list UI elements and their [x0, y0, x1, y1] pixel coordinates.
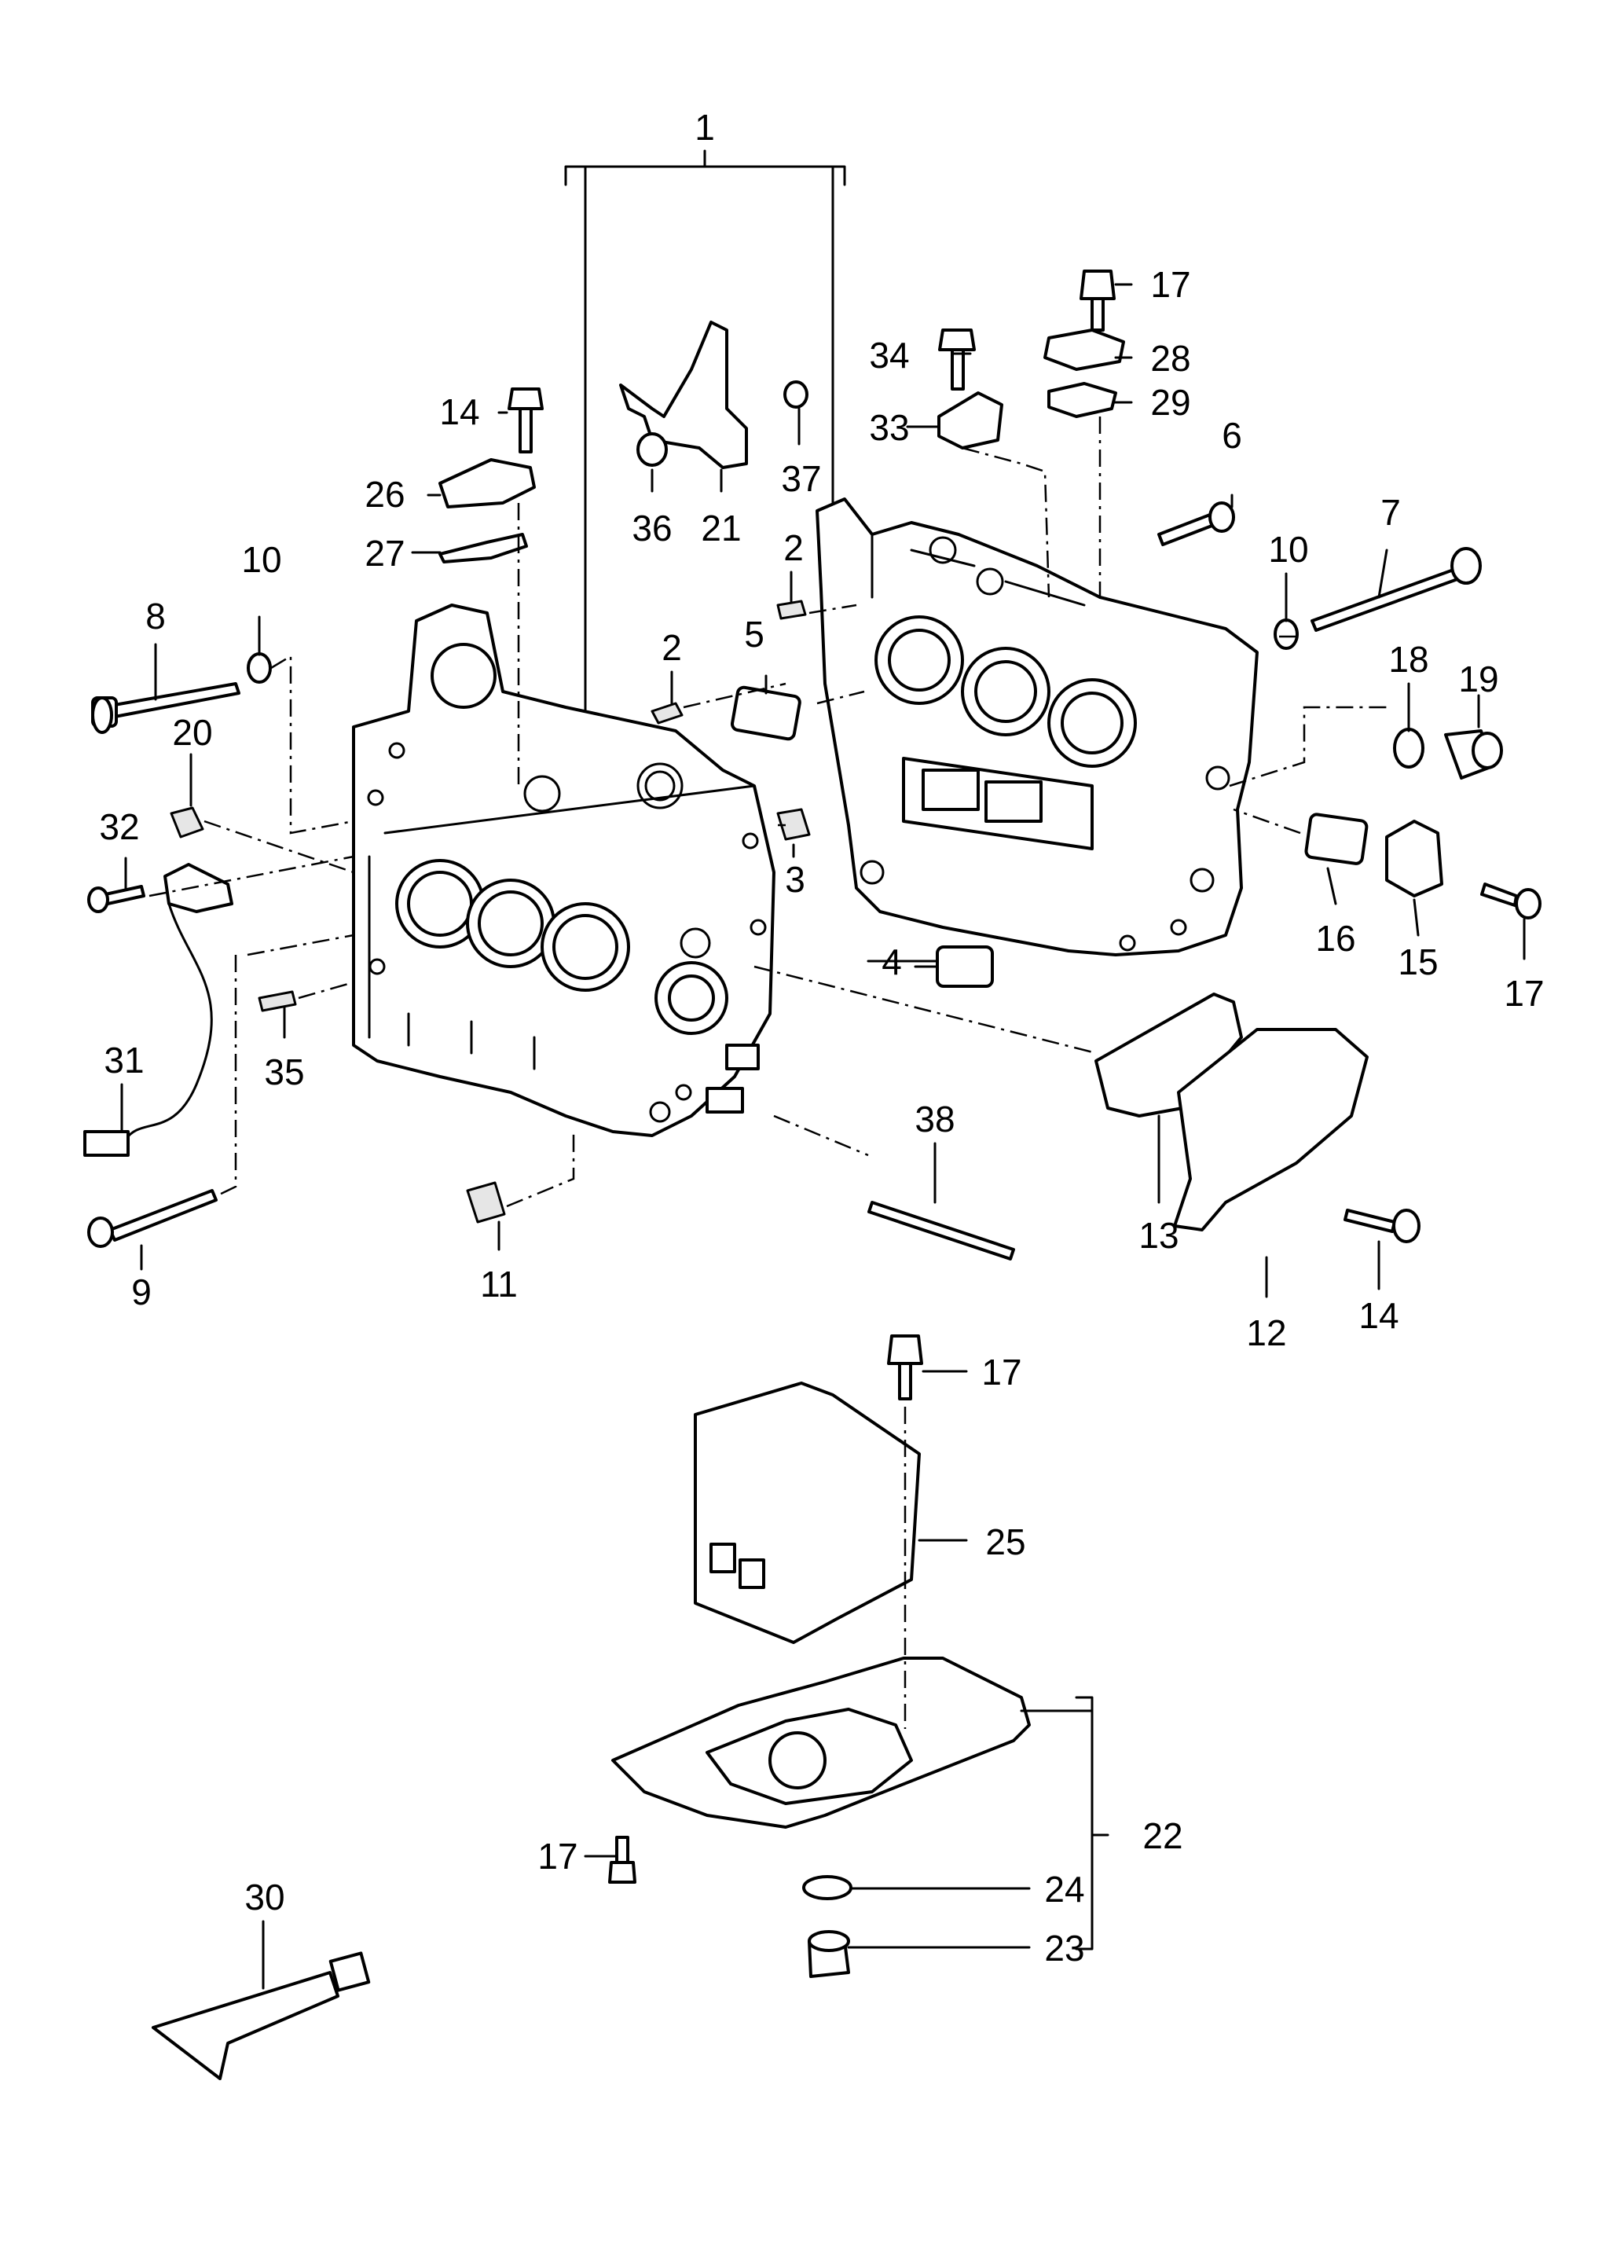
crankcase-left-half [352, 604, 775, 1137]
label-17-top: 17 [1150, 264, 1190, 305]
label-14-right: 14 [1358, 1295, 1399, 1336]
oil-pan-22-opening [768, 1731, 827, 1789]
bolt-14-right [1344, 1209, 1421, 1243]
label-2-left: 2 [662, 627, 682, 668]
dowel-2-left [651, 702, 684, 725]
alignment-lines [148, 417, 1391, 1729]
callout-labels: 1 2 2 3 4 5 6 7 8 9 10 10 11 12 13 14 14… [99, 107, 1544, 1969]
bolt-14-left [508, 387, 544, 453]
cover-25-slot-a [709, 1543, 736, 1573]
label-22: 22 [1142, 1815, 1182, 1856]
label-20: 20 [172, 712, 212, 753]
label-36: 36 [632, 508, 672, 549]
plug-23 [808, 1930, 850, 1978]
bolt-17-top [1080, 270, 1116, 332]
sleeve-11 [466, 1181, 506, 1224]
label-24: 24 [1044, 1869, 1084, 1910]
label-21: 21 [701, 508, 741, 549]
plug-19 [1444, 729, 1503, 780]
bolt-17-middle [887, 1334, 923, 1400]
label-17-middle: 17 [981, 1352, 1021, 1393]
crankcase-right-half [816, 497, 1259, 956]
label-35: 35 [264, 1051, 304, 1092]
label-10-left: 10 [241, 539, 281, 580]
seal-ring-24 [802, 1875, 852, 1900]
label-17-bottom: 17 [537, 1836, 577, 1877]
label-30: 30 [244, 1877, 284, 1918]
label-25: 25 [985, 1521, 1025, 1562]
label-19: 19 [1458, 659, 1498, 699]
label-5: 5 [744, 614, 764, 655]
label-11: 11 [480, 1264, 518, 1305]
label-37: 37 [781, 458, 821, 499]
bolt-7 [1311, 547, 1482, 632]
label-4: 4 [882, 941, 902, 982]
label-17-right: 17 [1504, 973, 1544, 1014]
label-18: 18 [1388, 639, 1428, 680]
sealant-tube-30 [152, 1951, 371, 2080]
label-29: 29 [1150, 382, 1190, 423]
label-14-left: 14 [439, 391, 479, 432]
seal-ring-10-right [1274, 618, 1299, 650]
gasket-5 [731, 685, 801, 741]
bracket-27 [438, 533, 528, 563]
label-31: 31 [104, 1040, 144, 1081]
gasket-29 [1047, 382, 1117, 418]
label-27: 27 [365, 533, 405, 574]
label-2-right: 2 [783, 527, 804, 568]
bolt-17-bottom [608, 1836, 636, 1884]
label-23: 23 [1044, 1928, 1084, 1969]
sensor-31 [83, 863, 233, 1157]
label-10-right: 10 [1268, 529, 1308, 570]
gasket-16 [1304, 813, 1369, 865]
leader-lines [120, 283, 1526, 1990]
label-28: 28 [1150, 338, 1190, 379]
label-32: 32 [99, 806, 139, 847]
bolt-8 [91, 682, 240, 734]
sleeve-20 [170, 806, 204, 839]
label-38: 38 [915, 1099, 955, 1140]
dowel-2-right [776, 600, 807, 620]
cover-25-slot-b [739, 1558, 765, 1589]
sleeve-3 [776, 808, 811, 841]
label-13: 13 [1138, 1215, 1179, 1256]
label-7: 7 [1380, 492, 1401, 533]
label-6: 6 [1222, 415, 1242, 456]
cover-25 [694, 1382, 921, 1644]
label-9: 9 [131, 1272, 152, 1312]
bracket-33 [937, 391, 1003, 450]
gasket-4 [936, 945, 994, 988]
seal-ring-10-left [247, 652, 272, 684]
bolt-36 [636, 432, 668, 467]
bolt-32 [87, 885, 145, 913]
pin-35 [258, 990, 297, 1012]
flange-28 [1043, 328, 1125, 371]
bolt-17-right [1480, 883, 1542, 919]
bracket-12 [1173, 1028, 1369, 1231]
label-15: 15 [1398, 941, 1438, 982]
nut-37 [783, 380, 808, 409]
bracket-26 [438, 458, 536, 508]
label-12: 12 [1246, 1312, 1286, 1353]
label-33: 33 [869, 407, 909, 448]
label-26: 26 [365, 474, 405, 515]
seal-ring-18 [1393, 728, 1424, 769]
label-3: 3 [785, 859, 805, 900]
bolt-34 [938, 328, 976, 391]
label-34: 34 [869, 335, 909, 376]
label-8: 8 [145, 596, 166, 637]
stud-38 [867, 1201, 1015, 1261]
bolt-6 [1157, 501, 1235, 546]
bolt-9 [87, 1189, 218, 1248]
label-16: 16 [1315, 918, 1355, 959]
bracket-part-1 [564, 149, 846, 713]
bracket-21 [619, 321, 748, 469]
cover-15 [1385, 820, 1443, 897]
label-1: 1 [695, 107, 715, 148]
